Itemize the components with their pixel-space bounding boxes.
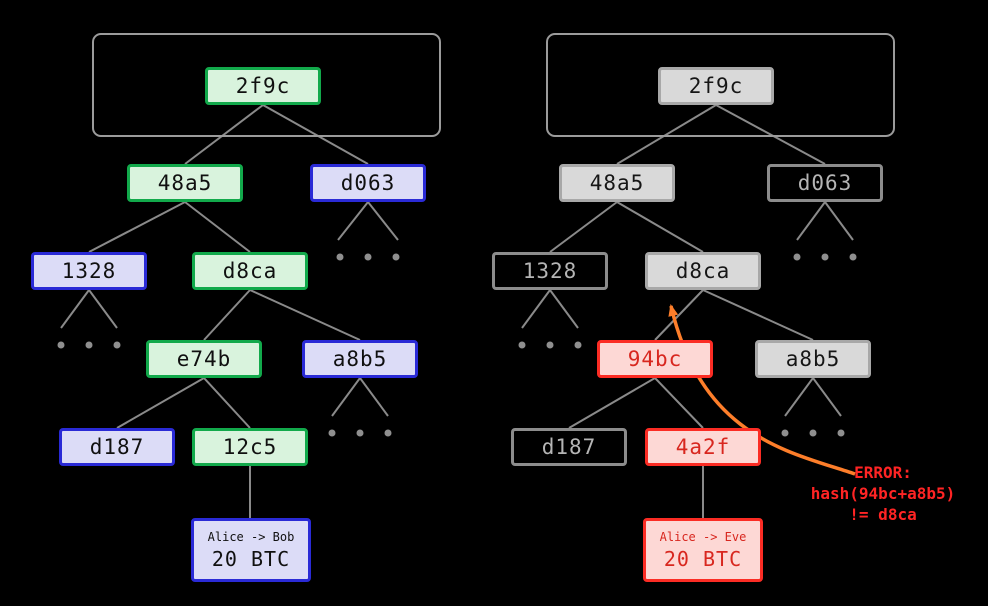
left-ellipsis-dots [57, 253, 400, 437]
right-node-4a2f: 4a2f [645, 428, 761, 466]
left-transaction-amount: 20 BTC [211, 546, 291, 571]
left-node-1328: 1328 [31, 252, 147, 290]
right-transaction-box: Alice -> Eve 20 BTC [643, 518, 763, 582]
right-node-a8b5: a8b5 [755, 340, 871, 378]
left-node-d063: d063 [310, 164, 426, 202]
left-node-48a5: 48a5 [127, 164, 243, 202]
left-node-12c5: 12c5 [192, 428, 308, 466]
right-transaction-amount: 20 BTC [663, 546, 743, 571]
right-node-94bc: 94bc [597, 340, 713, 378]
right-node-d8ca: d8ca [645, 252, 761, 290]
error-line-1: ERROR: [854, 463, 912, 482]
left-connector-lines [60, 104, 399, 518]
right-node-2f9c: 2f9c [658, 67, 774, 105]
right-connector-lines [521, 104, 854, 518]
left-transaction-parties: Alice -> Bob [207, 529, 295, 544]
right-node-1328: 1328 [492, 252, 608, 290]
left-node-d8ca: d8ca [192, 252, 308, 290]
right-node-48a5: 48a5 [559, 164, 675, 202]
right-block-frame [546, 33, 895, 137]
left-transaction-box: Alice -> Bob 20 BTC [191, 518, 311, 582]
left-node-2f9c: 2f9c [205, 67, 321, 105]
right-ellipsis-dots [518, 253, 857, 437]
right-node-d063: d063 [767, 164, 883, 202]
right-node-d187: d187 [511, 428, 627, 466]
left-block-frame [92, 33, 441, 137]
left-node-d187: d187 [59, 428, 175, 466]
error-message: ERROR: hash(94bc+a8b5) != d8ca [783, 462, 983, 525]
error-line-3: != d8ca [849, 505, 917, 524]
right-transaction-parties: Alice -> Eve [659, 529, 747, 544]
left-node-e74b: e74b [146, 340, 262, 378]
error-line-2: hash(94bc+a8b5) [810, 484, 956, 503]
left-node-a8b5: a8b5 [302, 340, 418, 378]
